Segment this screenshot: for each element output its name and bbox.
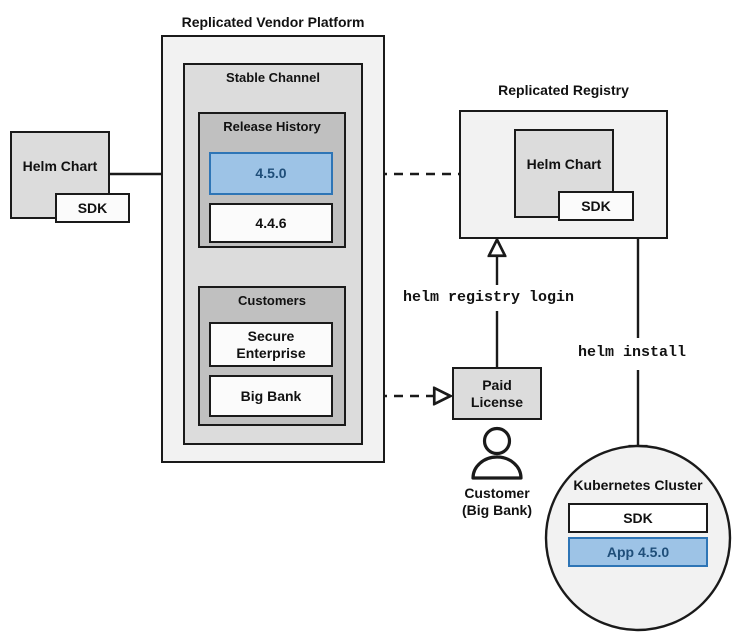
cluster-sdk-box: SDK [568,503,708,533]
registry-helm-chart-label: Helm Chart [526,156,602,173]
kubernetes-cluster-label: Kubernetes Cluster [573,477,703,493]
paid-license-label-line2: License [470,393,524,410]
vendor-platform-caption: Replicated Vendor Platform [181,14,365,30]
helm-install-label: helm install [578,344,687,361]
cluster-app-box: App 4.5.0 [568,537,708,567]
replicated-registry-caption: Replicated Registry [498,82,629,98]
release-history-label: Release History [223,119,321,134]
paid-license-box: Paid License [452,367,542,420]
paid-license-label-line1: Paid [482,377,512,394]
stable-channel-label: Stable Channel [226,70,320,85]
source-sdk-label: SDK [77,199,108,216]
customer-person-icon [471,426,523,480]
release-4-4-6-box[interactable]: 4.4.6 [209,203,333,243]
customer-big-bank-label: Big Bank [240,387,302,404]
source-helm-chart-label: Helm Chart [22,157,98,174]
registry-sdk-label: SDK [581,197,611,214]
registry-sdk-box: SDK [558,191,634,221]
release-4-4-6-label: 4.4.6 [255,214,287,231]
source-sdk-box: SDK [55,193,130,223]
customer-secure-enterprise-label-line1: Secure [247,328,295,345]
customer-person-caption-sub: (Big Bank) [462,502,532,518]
cluster-sdk-label: SDK [623,509,653,526]
customer-person-caption: Customer [464,485,530,501]
helm-registry-login-label: helm registry login [403,289,575,306]
customers-label: Customers [238,293,306,308]
customer-secure-enterprise-box[interactable]: Secure Enterprise [209,322,333,367]
release-4-5-0-box[interactable]: 4.5.0 [209,152,333,195]
customer-secure-enterprise-label-line2: Enterprise [236,344,306,361]
cluster-app-label: App 4.5.0 [606,543,670,560]
release-4-5-0-label: 4.5.0 [255,165,287,182]
customer-big-bank-box[interactable]: Big Bank [209,375,333,417]
